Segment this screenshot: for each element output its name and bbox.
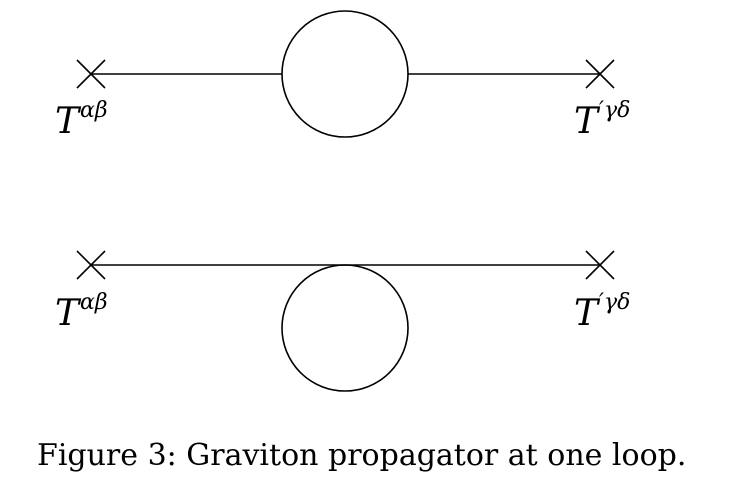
label-superscript: αβ bbox=[80, 290, 108, 315]
diagram-bottom bbox=[76, 250, 615, 392]
label-base: T bbox=[574, 293, 599, 334]
label-base: T bbox=[55, 101, 80, 142]
diagram-top bbox=[76, 10, 615, 138]
label-superscript: ′γδ bbox=[599, 290, 631, 315]
bottom-loop bbox=[281, 264, 409, 392]
top-loop bbox=[281, 10, 409, 138]
label-superscript: ′γδ bbox=[599, 98, 631, 123]
bottom-sink-cross-b bbox=[585, 250, 615, 280]
label-superscript: αβ bbox=[80, 98, 108, 123]
figure-caption: Figure 3: Graviton propagator at one loo… bbox=[37, 438, 687, 473]
bottom-left-source-label: Tαβ bbox=[55, 292, 108, 334]
bottom-right-sink-label: T′γδ bbox=[574, 292, 630, 334]
top-right-sink-label: T′γδ bbox=[574, 100, 630, 142]
label-base: T bbox=[574, 101, 599, 142]
label-base: T bbox=[55, 293, 80, 334]
top-sink-cross-b bbox=[585, 59, 615, 89]
top-left-source-label: Tαβ bbox=[55, 100, 108, 142]
feynman-diagrams bbox=[76, 10, 615, 392]
